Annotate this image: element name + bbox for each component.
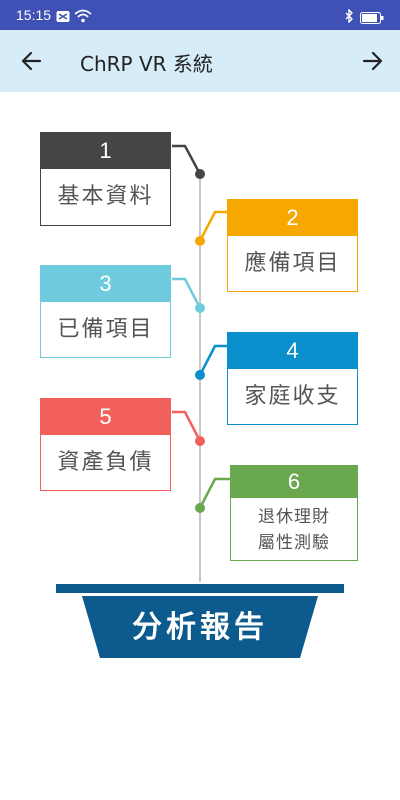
timeline-dot-4 [195, 370, 205, 380]
timeline-dot-6 [195, 503, 205, 513]
step-number-5: 5 [41, 399, 170, 435]
arrow-left-icon [21, 51, 42, 71]
page-title: ChRP VR 系統 [80, 52, 213, 76]
step-card-6[interactable]: 6 退休理財 屬性測驗 [230, 465, 358, 561]
timeline-dot-5 [195, 436, 205, 446]
status-bar: 15:15 [0, 0, 400, 30]
step-number-3: 3 [41, 266, 170, 302]
connector-5 [172, 410, 202, 442]
forward-button[interactable] [358, 47, 386, 75]
step-card-5[interactable]: 5 資產負債 [40, 398, 171, 491]
app-bar: ChRP VR 系統 [0, 30, 400, 92]
connector-1 [172, 144, 202, 175]
step-card-2[interactable]: 2 應備項目 [227, 199, 358, 292]
timeline-graphic [56, 144, 344, 658]
back-button[interactable] [18, 47, 46, 75]
step-label-2: 應備項目 [244, 251, 341, 276]
step-label-6: 退休理財 屬性測驗 [231, 498, 357, 560]
step-card-4[interactable]: 4 家庭收支 [227, 332, 358, 425]
connector-2 [198, 210, 228, 242]
step-number-6: 6 [231, 466, 357, 498]
step-label-3: 已備項目 [57, 317, 154, 342]
funnel-shape [82, 596, 318, 658]
step-number-4: 4 [228, 333, 357, 369]
arrow-right-icon [362, 51, 383, 71]
step-label-1: 基本資料 [57, 184, 154, 209]
connector-6 [198, 477, 230, 509]
analysis-report-button[interactable]: 分析報告 [132, 610, 268, 645]
step-card-1[interactable]: 1 基本資料 [40, 132, 171, 226]
timeline-dot-3 [195, 303, 205, 313]
mail-notification-icon [56, 8, 70, 27]
bluetooth-icon [344, 8, 354, 27]
status-time: 15:15 [16, 7, 52, 23]
connector-4 [198, 344, 228, 376]
wifi-icon [74, 8, 92, 27]
step-label-6-line1: 退休理財 [258, 507, 330, 527]
step-number-2: 2 [228, 200, 357, 236]
step-number-1: 1 [41, 133, 170, 169]
battery-icon [360, 9, 384, 28]
connector-3 [172, 277, 202, 309]
timeline-dot-1 [195, 169, 205, 179]
step-label-6-line2: 屬性測驗 [258, 533, 330, 553]
step-label-5: 資產負債 [57, 450, 154, 475]
timeline-dot-2 [195, 236, 205, 246]
funnel-top-bar [56, 584, 344, 593]
step-card-3[interactable]: 3 已備項目 [40, 265, 171, 358]
step-label-4: 家庭收支 [244, 384, 341, 409]
